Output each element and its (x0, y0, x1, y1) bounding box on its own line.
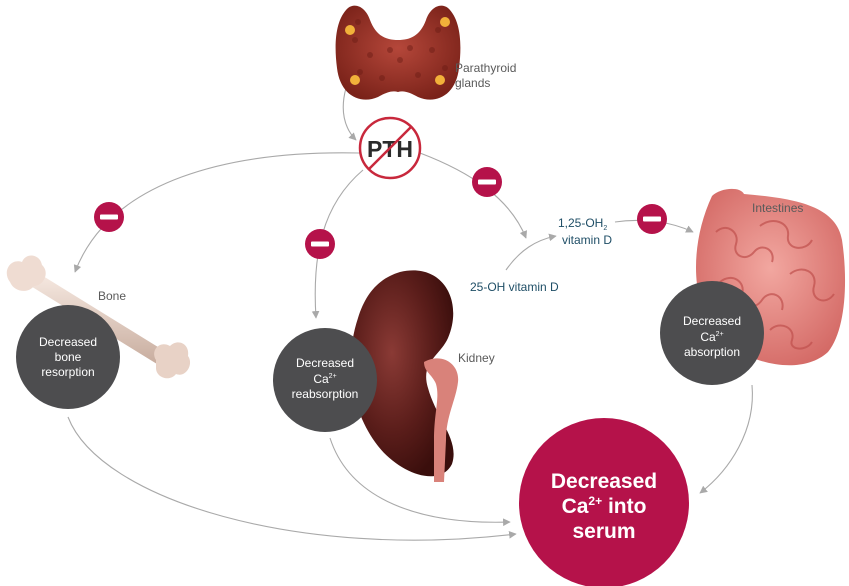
kidney-icon (350, 270, 459, 482)
arrow-parathyroid-to-pth (342, 87, 357, 141)
intestines-label: Intestines (752, 201, 803, 215)
bone-label: Bone (98, 289, 126, 303)
svg-text:absorption: absorption (684, 345, 740, 359)
svg-text:Decreased: Decreased (296, 356, 354, 370)
parathyroid-gland-icon (335, 5, 461, 100)
svg-text:Ca2+: Ca2+ (700, 330, 723, 344)
svg-text:bone: bone (55, 350, 82, 364)
minus-sign-icon (305, 229, 335, 259)
intestine-absorption-circle: Decreased Ca2+ absorption (660, 281, 764, 385)
svg-text:Decreased: Decreased (551, 470, 657, 493)
serum-calcium-circle: Decreased Ca2+ into serum (519, 418, 689, 586)
svg-text:resorption: resorption (41, 365, 94, 379)
arrow-25oh-to-125oh (505, 233, 557, 271)
svg-text:Ca2+: Ca2+ (313, 372, 336, 386)
vitamin-125oh-label: 1,25-OH2 (558, 216, 607, 232)
arrow-pth-to-bone (73, 152, 361, 273)
vitamin-25oh-label: 25-OH vitamin D (470, 280, 559, 294)
svg-text:Decreased: Decreased (39, 335, 97, 349)
kidney-reabsorption-circle: Decreased Ca2+ reabsorption (273, 328, 377, 432)
parathyroid-label: Parathyroid glands (455, 61, 520, 90)
no-sign-icon: PTH (358, 116, 422, 180)
svg-text:reabsorption: reabsorption (292, 387, 359, 401)
svg-text:Decreased: Decreased (683, 314, 741, 328)
svg-text:Ca2+ into: Ca2+ into (562, 494, 647, 518)
minus-sign-icon (94, 202, 124, 232)
vitamin-125oh-label-line2: vitamin D (562, 233, 612, 247)
arrow-bone-to-serum (67, 416, 517, 541)
kidney-label: Kidney (458, 351, 495, 365)
arrow-pth-to-vitamin-d (419, 152, 527, 239)
svg-text:serum: serum (572, 520, 635, 543)
arrow-kidney-to-serum (329, 437, 511, 527)
arrow-intestine-to-serum (699, 384, 753, 494)
minus-sign-icon (637, 204, 667, 234)
bone-resorption-circle: Decreased bone resorption (16, 305, 120, 409)
minus-sign-icon (472, 167, 502, 197)
